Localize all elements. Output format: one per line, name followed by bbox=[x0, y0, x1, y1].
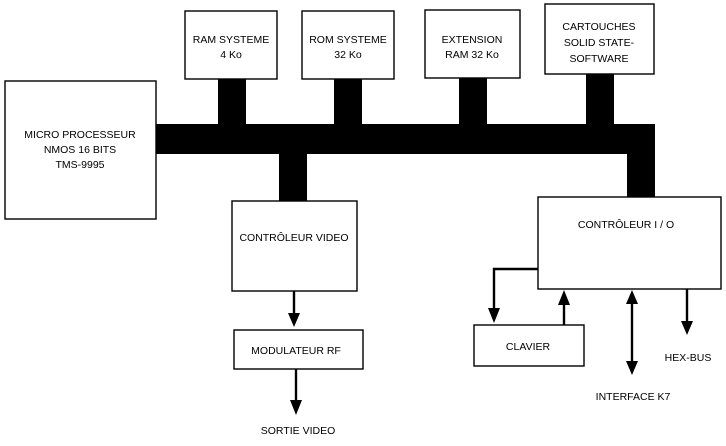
rom-systeme-line-1: ROM SYSTEME bbox=[309, 34, 387, 46]
hex-bus-label: HEX-BUS bbox=[665, 352, 712, 364]
arrow-modulateur-to-sortie bbox=[290, 369, 302, 415]
ram-systeme-line-2: 4 Ko bbox=[220, 49, 242, 61]
extension-ram-line-2: RAM 32 Ko bbox=[445, 49, 499, 61]
bus-stub-rom bbox=[334, 79, 362, 125]
cartouches-line-1: CARTOUCHES bbox=[562, 21, 635, 33]
cartouches-line-3: SOFTWARE bbox=[569, 53, 628, 65]
interface-k7-label: INTERFACE K7 bbox=[596, 391, 671, 403]
modulateur-rf-block: MODULATEUR RF bbox=[233, 329, 364, 370]
ram-systeme-block: RAM SYSTEME 4 Ko bbox=[184, 10, 278, 80]
cartouches-line-2: SOLID STATE- bbox=[564, 37, 635, 49]
bus-stub-video bbox=[279, 153, 307, 201]
clavier-label: CLAVIER bbox=[506, 341, 551, 353]
clavier-block: CLAVIER bbox=[473, 324, 585, 367]
arrow-video-to-modulateur bbox=[288, 291, 300, 327]
microprocesseur-line-1: MICRO PROCESSEUR bbox=[24, 129, 136, 141]
modulateur-rf-label: MODULATEUR RF bbox=[251, 345, 341, 357]
controleur-io-block: CONTRÔLEUR I / O bbox=[537, 196, 722, 290]
main-bus-bar bbox=[155, 124, 655, 154]
rom-systeme-block: ROM SYSTEME 32 Ko bbox=[301, 10, 395, 80]
extension-ram-block: EXTENSION RAM 32 Ko bbox=[424, 9, 521, 79]
bus-stub-extension bbox=[459, 78, 487, 125]
rom-systeme-line-2: 32 Ko bbox=[334, 49, 362, 61]
controleur-video-label: CONTRÔLEUR VIDEO bbox=[239, 231, 348, 244]
microprocesseur-block: MICRO PROCESSEUR NMOS 16 BITS TMS-9995 bbox=[4, 80, 157, 220]
controleur-video-block: CONTRÔLEUR VIDEO bbox=[231, 200, 358, 292]
ram-systeme-line-1: RAM SYSTEME bbox=[193, 34, 269, 46]
bus-stub-cartouches bbox=[586, 74, 614, 125]
sortie-video-label: SORTIE VIDEO bbox=[261, 425, 336, 437]
controleur-io-label: CONTRÔLEUR I / O bbox=[578, 218, 674, 231]
arrow-clavier-to-io bbox=[558, 290, 570, 325]
bus-stub-ram bbox=[218, 79, 246, 125]
arrow-hex-bus bbox=[681, 289, 693, 335]
system-bus bbox=[155, 74, 655, 201]
cartouches-block: CARTOUCHES SOLID STATE- SOFTWARE bbox=[544, 3, 655, 75]
microprocesseur-line-3: TMS-9995 bbox=[55, 159, 104, 171]
extension-ram-line-1: EXTENSION bbox=[442, 34, 503, 46]
microprocesseur-line-2: NMOS 16 BITS bbox=[44, 144, 116, 156]
arrow-io-to-clavier bbox=[488, 267, 538, 323]
arrow-interface-k7 bbox=[626, 290, 638, 375]
bus-stub-io bbox=[627, 153, 655, 197]
